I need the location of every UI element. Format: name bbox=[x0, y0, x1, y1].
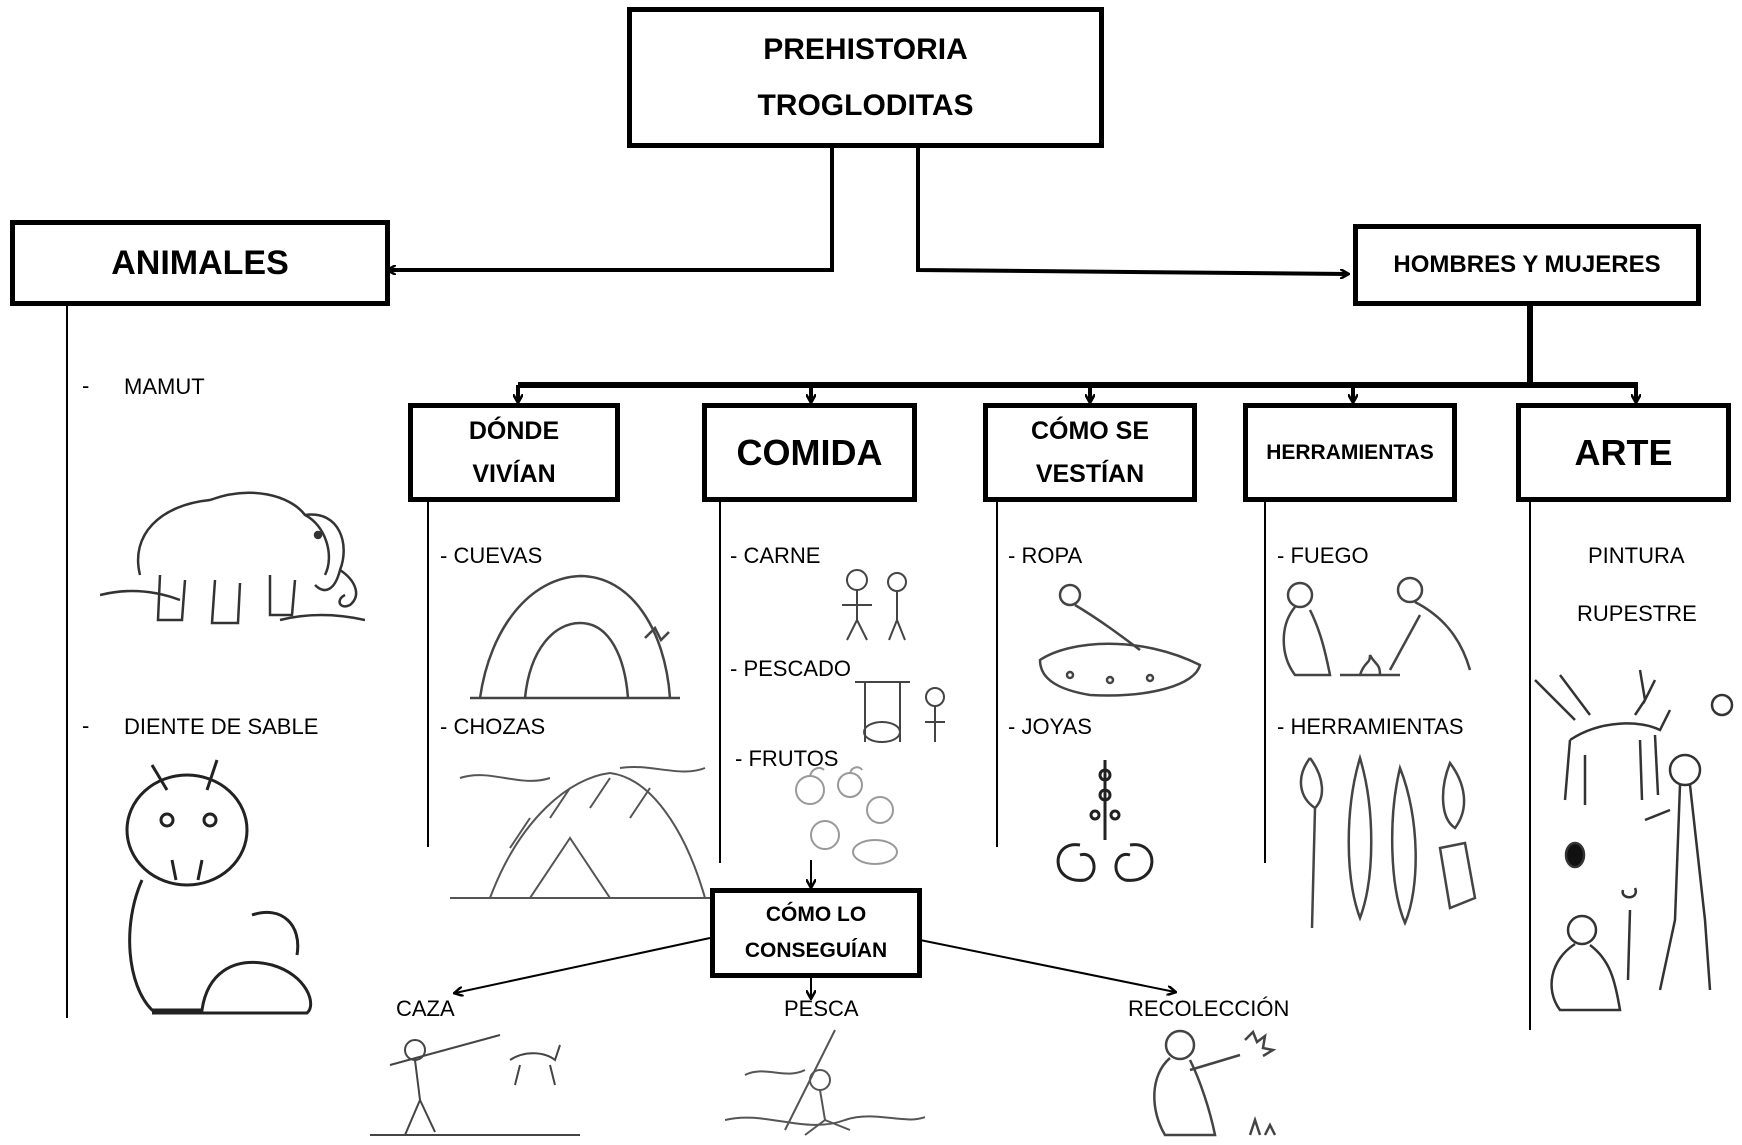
herramientas-box: HERRAMIENTAS bbox=[1243, 403, 1457, 502]
como-vestian-box: CÓMO SE VESTÍAN bbox=[983, 403, 1197, 502]
como-vestian-line1: CÓMO SE bbox=[1030, 416, 1150, 445]
cuevas-label: - CUEVAS bbox=[440, 543, 543, 568]
caza-label: CAZA bbox=[396, 996, 455, 1021]
recoleccion-label: RECOLECCIÓN bbox=[1128, 996, 1290, 1021]
carne-label: - CARNE bbox=[730, 543, 821, 568]
ropa-label: - ROPA bbox=[1008, 543, 1083, 568]
donde-line1: DÓNDE bbox=[468, 416, 560, 445]
meat-icon bbox=[827, 560, 917, 642]
animales-box: ANIMALES bbox=[10, 220, 390, 306]
pescado-label: - PESCADO bbox=[730, 656, 852, 681]
como-conseguian-line1: CÓMO LO bbox=[765, 903, 867, 926]
gathering-icon bbox=[1125, 1020, 1285, 1140]
jewelry-icon bbox=[1040, 760, 1170, 890]
hombres-title: HOMBRES Y MUJERES bbox=[1393, 251, 1661, 278]
donde-box: DÓNDE VIVÍAN bbox=[408, 403, 620, 502]
mamut-dash: - bbox=[82, 373, 90, 398]
arte-box: ARTE bbox=[1516, 403, 1731, 502]
comida-box: COMIDA bbox=[702, 403, 917, 502]
arte-title: ARTE bbox=[1574, 431, 1673, 473]
hut-icon bbox=[450, 758, 710, 903]
donde-line2: VIVÍAN bbox=[472, 459, 556, 488]
hombres-box: HOMBRES Y MUJERES bbox=[1353, 224, 1701, 306]
mammoth-icon bbox=[99, 455, 366, 630]
como-vestian-line2: VESTÍAN bbox=[1035, 459, 1145, 488]
comida-title: COMIDA bbox=[736, 431, 883, 473]
fish-icon bbox=[850, 672, 960, 752]
joyas-label: - JOYAS bbox=[1008, 714, 1092, 739]
pesca-label: PESCA bbox=[784, 996, 859, 1021]
fuego-label: - FUEGO bbox=[1277, 543, 1369, 568]
root-subtitle: TROGLODITAS bbox=[757, 88, 974, 122]
clothes-icon bbox=[1030, 580, 1205, 700]
root-title: PREHISTORIA bbox=[763, 32, 968, 66]
sabertooth-icon bbox=[112, 755, 327, 1020]
fruit-icon bbox=[780, 760, 910, 870]
herramientas-title: HERRAMIENTAS bbox=[1266, 440, 1434, 464]
cave-icon bbox=[470, 568, 680, 703]
hunting-icon bbox=[370, 1020, 580, 1140]
pintura-label: PINTURA bbox=[1588, 543, 1685, 568]
root-box: PREHISTORIA TROGLODITAS bbox=[627, 7, 1104, 148]
animales-title: ANIMALES bbox=[111, 243, 289, 282]
como-conseguian-box: CÓMO LO CONSEGUÍAN bbox=[710, 888, 922, 978]
herramientas-item-label: - HERRAMIENTAS bbox=[1277, 714, 1464, 739]
fishing-icon bbox=[724, 1025, 926, 1140]
chozas-label: - CHOZAS bbox=[440, 714, 546, 739]
diente-de-sable-label: DIENTE DE SABLE bbox=[124, 714, 319, 739]
frutos-label: - FRUTOS bbox=[735, 746, 839, 771]
mamut-label: MAMUT bbox=[124, 374, 205, 399]
stone-tools-icon bbox=[1290, 748, 1485, 933]
diente-dash: - bbox=[82, 713, 90, 738]
fire-icon bbox=[1270, 575, 1500, 680]
rupestre-label: RUPESTRE bbox=[1577, 601, 1697, 626]
como-conseguian-line2: CONSEGUÍAN bbox=[744, 939, 888, 962]
cave-painting-icon bbox=[1530, 660, 1740, 1020]
